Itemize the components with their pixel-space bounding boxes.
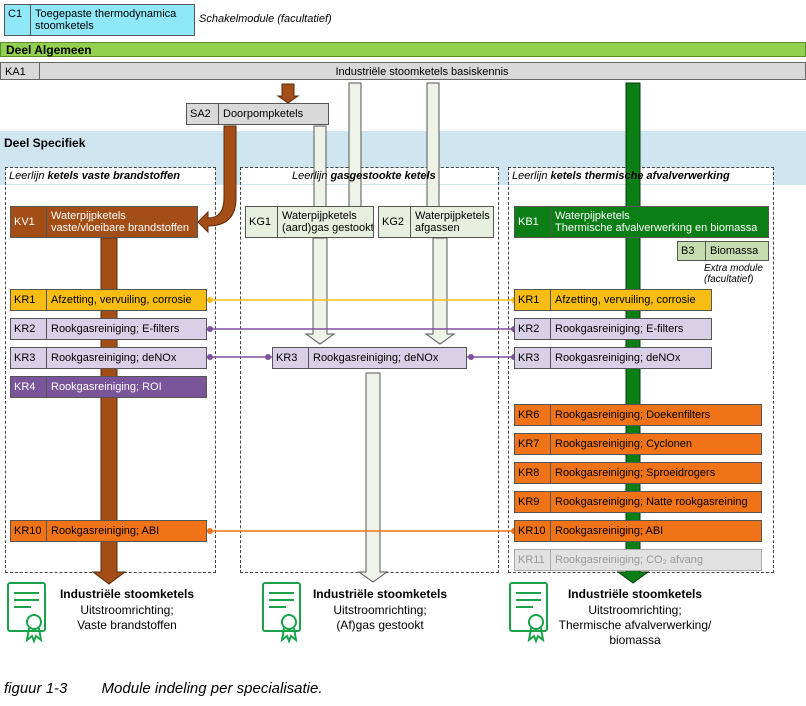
certificate-solid-subtitle: Uitstroomrichting; Vaste brandstoffen	[77, 603, 177, 632]
module-label: Rookgasreiniging; deNOx	[51, 352, 177, 364]
module-label: Rookgasreiniging; deNOx	[555, 352, 681, 364]
module-code: KR4	[11, 377, 47, 397]
module-kr9-waste[interactable]: KR9 Rookgasreiniging; Natte rookgasreini…	[514, 491, 762, 513]
module-label: Rookgasreiniging; ABI	[555, 525, 664, 537]
module-label: Rookgasreiniging; Natte rookgasreining	[555, 496, 748, 508]
module-kg1[interactable]: KG1 Waterpijpketels (aard)gas gestookt	[245, 206, 374, 238]
module-code: KR2	[515, 319, 551, 339]
module-label-line1: Waterpijpketels	[51, 210, 126, 222]
module-code: KG1	[246, 207, 278, 237]
lane-solid-title: Leerlijn ketels vaste brandstoffen	[9, 170, 180, 182]
module-kr3-gas[interactable]: KR3 Rookgasreiniging; deNOx	[272, 347, 467, 369]
module-label: Rookgasreiniging; E-filters	[51, 323, 180, 335]
module-kr10-waste[interactable]: KR10 Rookgasreiniging; ABI	[514, 520, 762, 542]
general-section-title: Deel Algemeen	[6, 43, 92, 57]
module-label-line1: Waterpijpketels	[415, 210, 490, 222]
figure-caption: figuur 1-3 Module indeling per specialis…	[4, 680, 323, 697]
module-code: KR3	[11, 348, 47, 368]
module-b3[interactable]: B3 Biomassa	[677, 241, 769, 261]
module-code: KR9	[515, 492, 551, 512]
module-code: KR10	[515, 521, 551, 541]
module-label: Rookgasreiniging; Cyclonen	[555, 438, 692, 450]
module-code: KG2	[379, 207, 411, 237]
module-code: KR7	[515, 434, 551, 454]
module-label: Doorpompketels	[223, 108, 304, 120]
certificate-gas-title: Industriële stoomketels	[312, 587, 448, 601]
module-code: KA1	[5, 66, 26, 78]
module-kr3-waste[interactable]: KR3 Rookgasreiniging; deNOx	[514, 347, 712, 369]
module-code: KB1	[515, 207, 551, 237]
module-kr4-solid[interactable]: KR4 Rookgasreiniging; ROI	[10, 376, 207, 398]
module-code: KR10	[11, 521, 47, 541]
certificate-icon	[509, 582, 548, 644]
module-code: KR11	[515, 550, 551, 570]
module-label: Rookgasreiniging; ROI	[51, 381, 162, 393]
module-kb1[interactable]: KB1 Waterpijpketels Thermische afvalverw…	[514, 206, 769, 238]
module-label: Rookgasreiniging; Sproeidrogers	[555, 467, 716, 479]
module-kr7-waste[interactable]: KR7 Rookgasreiniging; Cyclonen	[514, 433, 762, 455]
module-code: KR8	[515, 463, 551, 483]
module-label: Rookgasreiniging; Doekenfilters	[555, 409, 711, 421]
lane-gas-title: Leerlijn gasgestookte ketels	[292, 170, 436, 182]
module-code: KR1	[11, 290, 47, 310]
module-sa2[interactable]: SA2 Doorpompketels	[186, 103, 329, 125]
certificate-gas-subtitle: Uitstroomrichting; (Af)gas gestookt	[333, 603, 427, 632]
module-label-line2: Thermische afvalverwerking en biomassa	[555, 222, 758, 234]
module-code: C1	[5, 5, 31, 35]
extra-module-note: Extra module (facultatief)	[704, 263, 763, 285]
lane-waste-title: Leerlijn ketels thermische afvalverwerki…	[512, 170, 730, 182]
module-label: Afzetting, vervuiling, corrosie	[555, 294, 696, 306]
module-kv1[interactable]: KV1 Waterpijpketels vaste/vloeibare bran…	[10, 206, 198, 238]
legend-note: Schakelmodule (facultatief)	[199, 13, 332, 25]
certificate-solid-title: Industriële stoomketels	[59, 587, 195, 601]
module-code: KR2	[11, 319, 47, 339]
light-green-arrows	[304, 82, 456, 583]
module-ka1[interactable]: KA1 Industriële stoomketels basiskennis	[0, 62, 806, 80]
connector-lines	[207, 297, 517, 534]
certificate-icon	[7, 582, 46, 644]
module-label: Biomassa	[710, 245, 759, 257]
module-label: Afzetting, vervuiling, corrosie	[51, 294, 192, 306]
module-kg2[interactable]: KG2 Waterpijpketels afgassen	[378, 206, 494, 238]
module-label: Rookgasreiniging; E-filters	[555, 323, 684, 335]
module-label: Rookgasreiniging; ABI	[51, 525, 160, 537]
module-code: SA2	[187, 104, 219, 124]
module-code: B3	[678, 242, 706, 260]
module-kr2-waste[interactable]: KR2 Rookgasreiniging; E-filters	[514, 318, 712, 340]
module-code: KR3	[273, 348, 309, 368]
module-label: Rookgasreiniging; CO₂ afvang	[555, 554, 703, 566]
certificate-icon	[262, 582, 301, 644]
module-kr8-waste[interactable]: KR8 Rookgasreiniging; Sproeidrogers	[514, 462, 762, 484]
module-kr2-solid[interactable]: KR2 Rookgasreiniging; E-filters	[10, 318, 207, 340]
module-code: KR1	[515, 290, 551, 310]
figure-title: Module indeling per specialisatie.	[101, 680, 323, 697]
module-label-line2: (aard)gas gestookt	[282, 222, 373, 234]
module-label-line1: Waterpijpketels	[555, 210, 630, 222]
module-code: KR6	[515, 405, 551, 425]
module-kr6-waste[interactable]: KR6 Rookgasreiniging; Doekenfilters	[514, 404, 762, 426]
general-section-bar: Deel Algemeen	[0, 42, 806, 57]
certificate-waste-title: Industriële stoomketels	[567, 587, 703, 601]
module-kr1-waste[interactable]: KR1 Afzetting, vervuiling, corrosie	[514, 289, 712, 311]
module-label: Industriële stoomketels basiskennis	[335, 66, 509, 78]
module-label-line1: Toegepaste thermodynamica	[35, 8, 177, 20]
module-label-line2: vaste/vloeibare brandstoffen	[51, 222, 189, 234]
specific-section-title: Deel Specifiek	[4, 136, 86, 150]
module-label-line1: Waterpijpketels	[282, 210, 357, 222]
certificate-waste-subtitle: Uitstroomrichting; Thermische afvalverwe…	[558, 603, 712, 647]
figure-label: figuur 1-3	[4, 680, 68, 697]
module-code: KV1	[11, 207, 47, 237]
module-label-line2: stoomketels	[35, 20, 94, 32]
module-kr11-waste[interactable]: KR11 Rookgasreiniging; CO₂ afvang	[514, 549, 762, 571]
module-code: KR3	[515, 348, 551, 368]
module-label-line2: afgassen	[415, 222, 460, 234]
module-kr3-solid[interactable]: KR3 Rookgasreiniging; deNOx	[10, 347, 207, 369]
module-kr10-solid[interactable]: KR10 Rookgasreiniging; ABI	[10, 520, 207, 542]
module-label: Rookgasreiniging; deNOx	[313, 352, 439, 364]
module-c1[interactable]: C1 Toegepaste thermodynamica stoomketels	[4, 4, 195, 36]
module-kr1-solid[interactable]: KR1 Afzetting, vervuiling, corrosie	[10, 289, 207, 311]
